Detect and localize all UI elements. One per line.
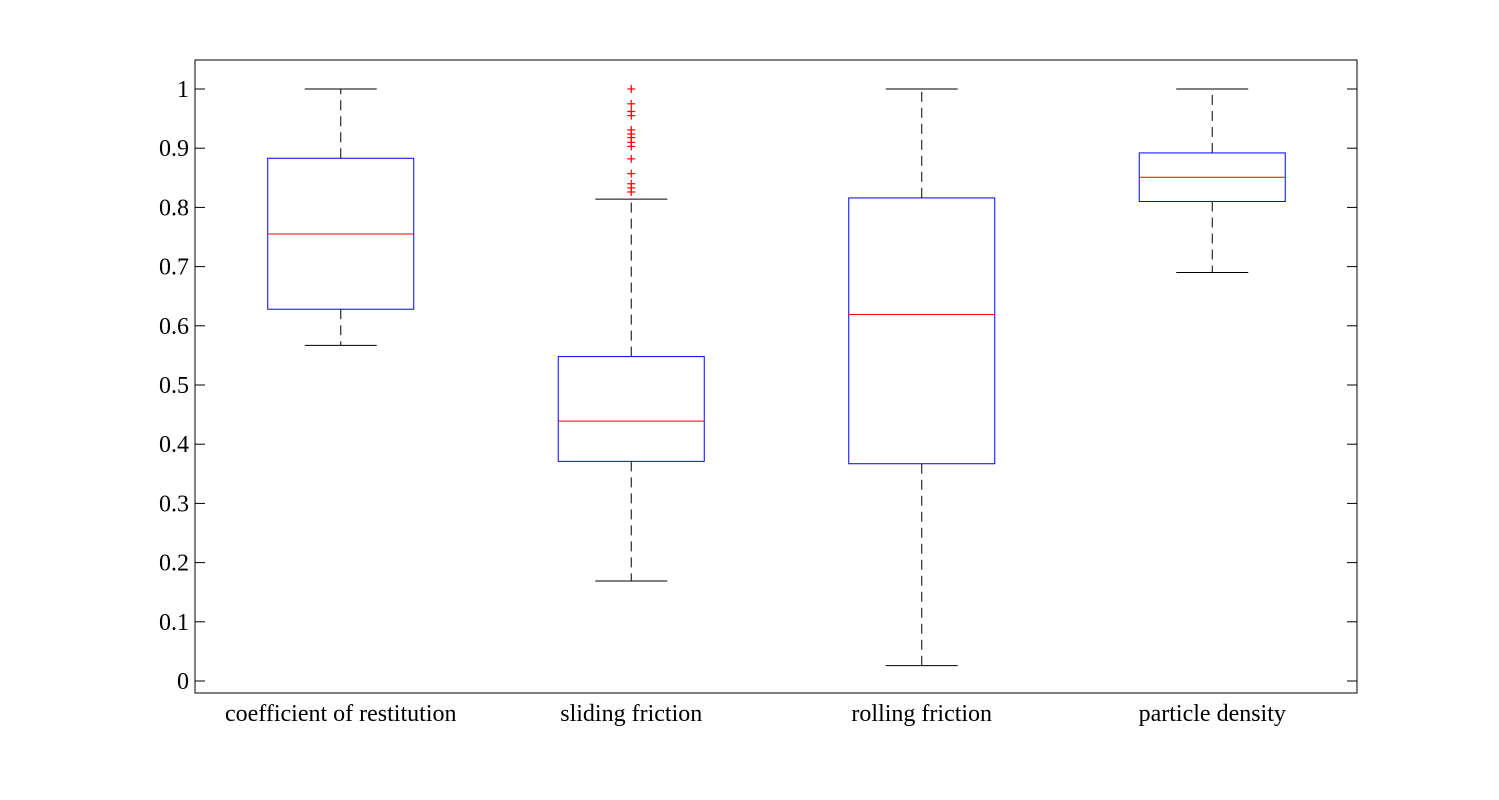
box-1 (267, 88, 415, 346)
y-tick-label: 0.1 (159, 610, 189, 636)
y-tick-label: 0 (177, 669, 189, 695)
y-tick-label: 0.3 (159, 491, 189, 517)
y-tick-label: 0.9 (159, 136, 189, 162)
y-tick-label: 0.8 (159, 195, 189, 221)
y-tick-label: 1 (177, 77, 189, 103)
box-3 (848, 88, 996, 667)
y-tick-label: 0.2 (159, 551, 189, 577)
iqr-box (557, 356, 705, 462)
outlier-marker (627, 179, 636, 188)
boxes-group (267, 85, 1286, 667)
category-label: sliding friction (560, 701, 702, 727)
y-tick-label: 0.4 (159, 432, 189, 458)
y-tick-label: 0.5 (159, 373, 189, 399)
outlier-marker (627, 169, 636, 178)
outlier-marker (627, 107, 636, 116)
category-label: particle density (1139, 701, 1286, 727)
outlier-marker (627, 125, 636, 134)
category-label: coefficient of restitution (225, 701, 456, 727)
outlier-marker (627, 85, 636, 93)
outlier-marker (627, 99, 636, 108)
outlier-marker (627, 154, 636, 163)
box-2 (557, 85, 705, 582)
plot-area (194, 59, 1358, 694)
y-axis: 0 0.1 0.2 0.3 0.4 0.5 0.6 0.7 0.8 0.9 1 (159, 77, 1357, 695)
y-tick-label: 0.7 (159, 255, 189, 281)
category-label: rolling friction (851, 701, 992, 727)
y-tick-label: 0.6 (159, 314, 189, 340)
iqr-box (848, 197, 996, 465)
x-axis: coefficient of restitution sliding fricti… (225, 701, 1286, 727)
box-4 (1138, 88, 1286, 274)
